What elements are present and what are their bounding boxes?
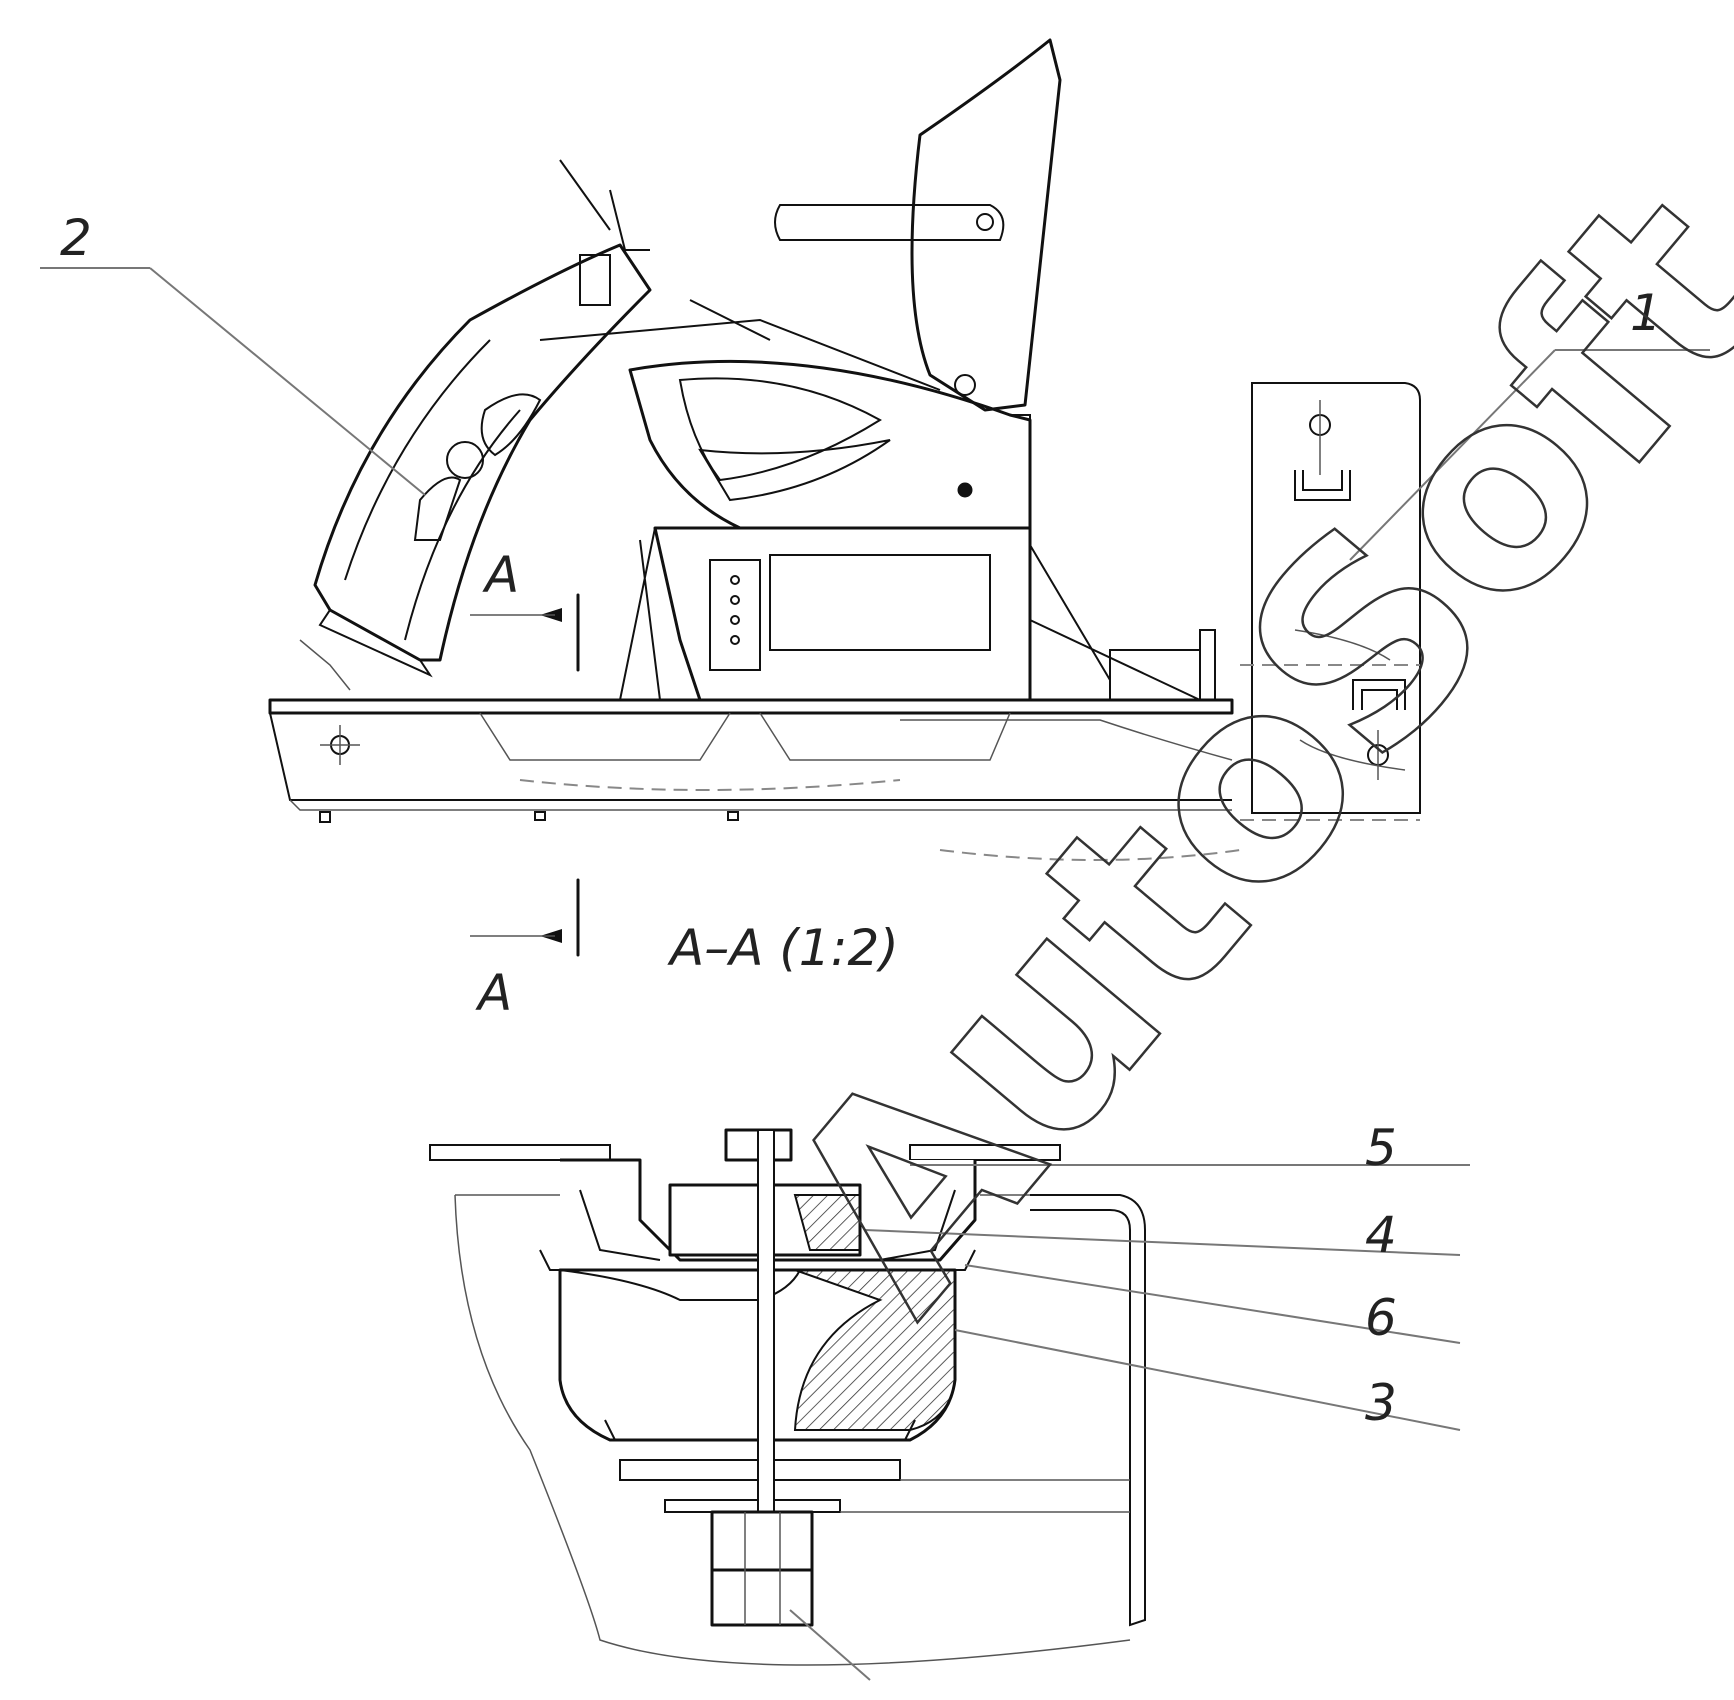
callout-3: 3 (1365, 1374, 1397, 1432)
section-view-a-a (429, 1128, 1470, 1681)
leader-4 (864, 1229, 1461, 1256)
break-line (454, 1194, 1131, 1666)
callout-5: 5 (1365, 1119, 1397, 1177)
seat-backrest (774, 38, 1062, 412)
leader-6 (964, 1264, 1461, 1344)
mounting-bracket (1240, 382, 1421, 821)
section-mark-upper: A (482, 546, 519, 604)
section-mark-lower: A (475, 964, 512, 1022)
section-view-title: A–A (1:2) (667, 919, 899, 977)
callout-2: 2 (60, 209, 92, 267)
seat-assembly-view (40, 38, 1710, 957)
leader-2 (149, 267, 426, 496)
leader-bolt (789, 1609, 871, 1681)
floor-plate-right (909, 1144, 1061, 1161)
section-cut-marks (470, 593, 580, 957)
watermark: AutoSoft (724, 134, 1734, 1365)
frame-bracket (1030, 1194, 1146, 1627)
floor-plate-left (429, 1144, 611, 1161)
lower-washer (664, 1499, 841, 1513)
control-console (299, 159, 941, 691)
leader-1 (1349, 349, 1556, 561)
seat-pedestal (619, 526, 1216, 702)
bolt (710, 1128, 814, 1627)
callout-1: 1 (1630, 284, 1662, 342)
seat-cushion (628, 359, 1032, 530)
leader-3 (954, 1329, 1461, 1431)
callout-4: 4 (1365, 1206, 1397, 1264)
callout-6: 6 (1365, 1289, 1397, 1347)
